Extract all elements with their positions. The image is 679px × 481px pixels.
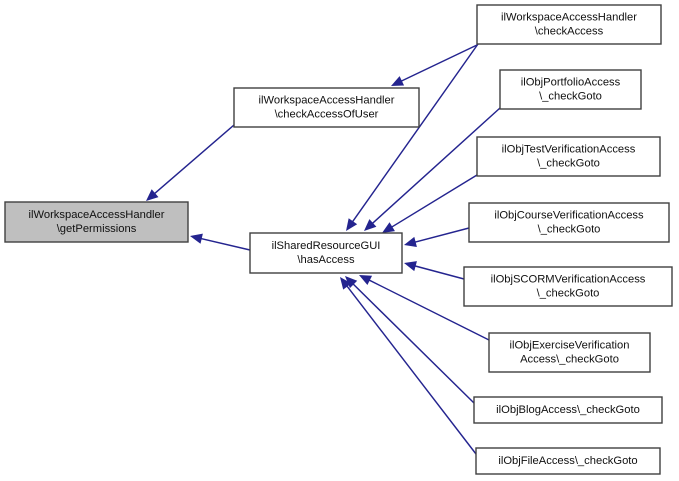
- node-label-line: ilWorkspaceAccessHandler: [501, 11, 637, 23]
- call-edge: [364, 107, 501, 231]
- edge-line: [351, 282, 475, 404]
- node-box[interactable]: [476, 4, 662, 45]
- call-edge: [190, 233, 251, 251]
- call-edge: [346, 43, 479, 231]
- node-label-line: ilObjBlogAccess\_checkGoto: [496, 404, 640, 416]
- edge-arrowhead: [146, 189, 159, 201]
- node-label-line: ilWorkspaceAccessHandler: [259, 94, 395, 106]
- edge-arrowhead: [364, 219, 377, 231]
- node-box[interactable]: [476, 136, 661, 177]
- edge-line: [399, 44, 478, 83]
- node-label-line: \hasAccess: [297, 254, 355, 266]
- call-edge: [404, 227, 470, 247]
- edge-arrowhead: [404, 261, 417, 272]
- edge-line: [153, 124, 235, 195]
- graph-node-blog[interactable]: ilObjBlogAccess\_checkGoto: [473, 396, 663, 424]
- graph-node-file[interactable]: ilObjFileAccess\_checkGoto: [475, 447, 661, 475]
- node-label-line: ilObjTestVerificationAccess: [502, 143, 636, 155]
- graph-node-checkAccessOfUser[interactable]: ilWorkspaceAccessHandler \checkAccessOfUs…: [233, 87, 420, 128]
- node-box[interactable]: [233, 87, 420, 128]
- node-label-line: \checkAccessOfUser: [275, 109, 379, 121]
- call-edge: [382, 174, 478, 233]
- edge-arrowhead: [391, 76, 405, 86]
- node-label-line: \_checkGoto: [537, 158, 600, 170]
- graph-node-testVerification[interactable]: ilObjTestVerificationAccess \_checkGoto: [476, 136, 661, 177]
- graph-node-getPermissions[interactable]: ilWorkspaceAccessHandler \getPermissions: [4, 201, 189, 243]
- call-edge: [404, 261, 465, 280]
- edge-line: [371, 107, 501, 225]
- edge-line: [345, 284, 477, 455]
- call-edge: [340, 277, 477, 455]
- node-box[interactable]: [468, 202, 670, 243]
- node-label-line: Access\_checkGoto: [520, 354, 619, 366]
- edge-line: [351, 43, 479, 224]
- node-label-line: ilObjCourseVerificationAccess: [494, 209, 644, 221]
- graph-node-portfolio[interactable]: ilObjPortfolioAccess \_checkGoto: [499, 69, 642, 110]
- node-box[interactable]: [4, 201, 189, 243]
- call-edge: [359, 275, 490, 341]
- node-label-line: \_checkGoto: [539, 91, 602, 103]
- graph-node-checkAccess[interactable]: ilWorkspaceAccessHandler \checkAccess: [476, 4, 662, 45]
- edge-line: [413, 264, 465, 280]
- node-box[interactable]: [499, 69, 642, 110]
- graph-node-exerciseVerification[interactable]: ilObjExerciseVerificationAccess\_checkGo…: [488, 332, 651, 373]
- edge-arrowhead: [340, 277, 352, 290]
- edge-arrowhead: [346, 218, 358, 231]
- node-label-line: \checkAccess: [535, 26, 604, 38]
- node-box[interactable]: [249, 232, 403, 274]
- node-label-line: ilWorkspaceAccessHandler: [29, 209, 165, 221]
- call-edge: [391, 44, 478, 86]
- node-label-line: \getPermissions: [57, 223, 137, 235]
- node-box[interactable]: [463, 266, 673, 307]
- edge-arrowhead: [345, 276, 358, 289]
- node-box[interactable]: [475, 447, 661, 475]
- node-label-line: \_checkGoto: [537, 288, 600, 300]
- node-label-line: ilSharedResourceGUI: [272, 240, 381, 252]
- graph-node-courseVerification[interactable]: ilObjCourseVerificationAccess \_checkGoto: [468, 202, 670, 243]
- edges-layer: [146, 43, 501, 455]
- node-box[interactable]: [473, 396, 663, 424]
- edge-line: [367, 278, 490, 341]
- node-label-line: ilObjExerciseVerification: [509, 339, 629, 351]
- edge-line: [390, 174, 478, 229]
- edge-arrowhead: [382, 222, 395, 233]
- call-edge: [345, 276, 475, 404]
- node-label-line: ilObjSCORMVerificationAccess: [491, 273, 646, 285]
- node-label-line: \_checkGoto: [538, 224, 601, 236]
- node-label-line: ilObjFileAccess\_checkGoto: [498, 455, 637, 467]
- call-edge: [146, 124, 235, 201]
- edge-line: [199, 237, 251, 251]
- graph-node-scormVerification[interactable]: ilObjSCORMVerificationAccess \_checkGoto: [463, 266, 673, 307]
- edge-arrowhead: [404, 236, 417, 247]
- node-label-line: ilObjPortfolioAccess: [521, 76, 621, 88]
- edge-line: [413, 227, 470, 244]
- edge-arrowhead: [359, 275, 373, 286]
- nodes-layer: ilWorkspaceAccessHandler\getPermissionsi…: [4, 4, 673, 475]
- graph-node-hasAccess[interactable]: ilSharedResourceGUI \hasAccess: [249, 232, 403, 274]
- edge-arrowhead: [190, 233, 203, 244]
- node-box[interactable]: [488, 332, 651, 373]
